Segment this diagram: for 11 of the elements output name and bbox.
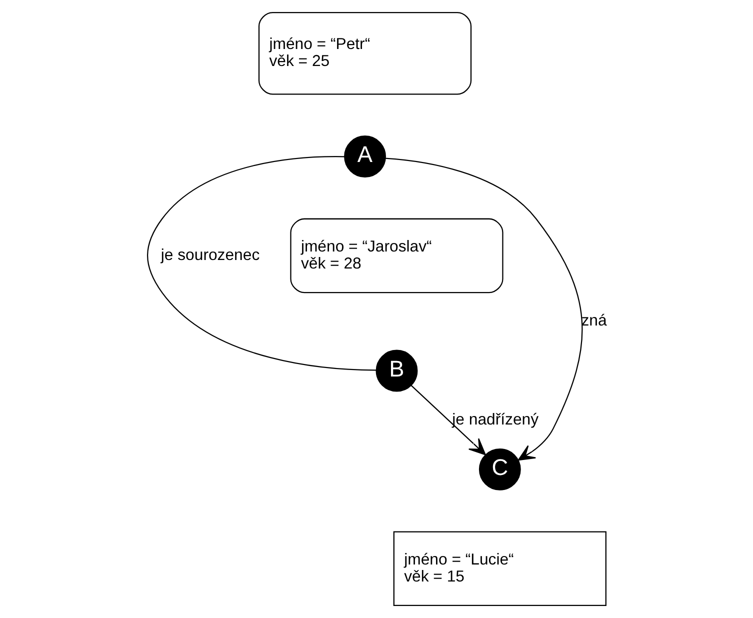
arrow bbox=[410, 384, 486, 456]
edge-label: je sourozenec bbox=[160, 246, 260, 264]
connector bbox=[146, 156, 376, 371]
arrow bbox=[384, 158, 582, 461]
node-box: jméno = “Lucie“ věk = 15 bbox=[392, 531, 606, 606]
node-circle: C bbox=[478, 448, 520, 490]
node-circle: A bbox=[344, 136, 386, 178]
node-box: jméno = “Petr“ věk = 25 bbox=[258, 12, 472, 95]
node-box: jméno = “Jaroslav“ věk = 28 bbox=[290, 218, 503, 294]
edge-label: je nadřízený bbox=[452, 411, 538, 428]
node-circle: B bbox=[375, 350, 418, 392]
